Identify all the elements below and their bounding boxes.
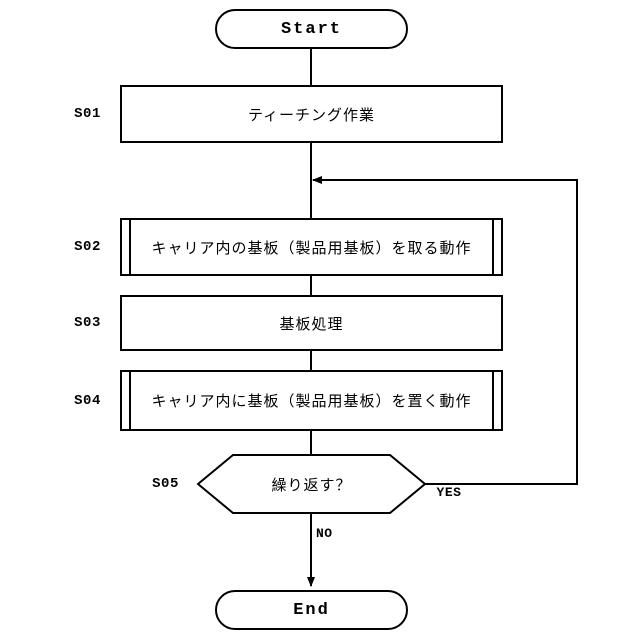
node-start-shape (215, 9, 408, 49)
connector-group (307, 48, 578, 587)
node-s02-shape (120, 218, 503, 276)
node-s04-shape (120, 370, 503, 431)
node-end-shape (215, 590, 408, 630)
connector-s05-yes-loopback (312, 176, 578, 485)
node-s01-shape (120, 85, 503, 143)
node-s03-shape (120, 295, 503, 351)
node-s05-shape (196, 454, 427, 514)
